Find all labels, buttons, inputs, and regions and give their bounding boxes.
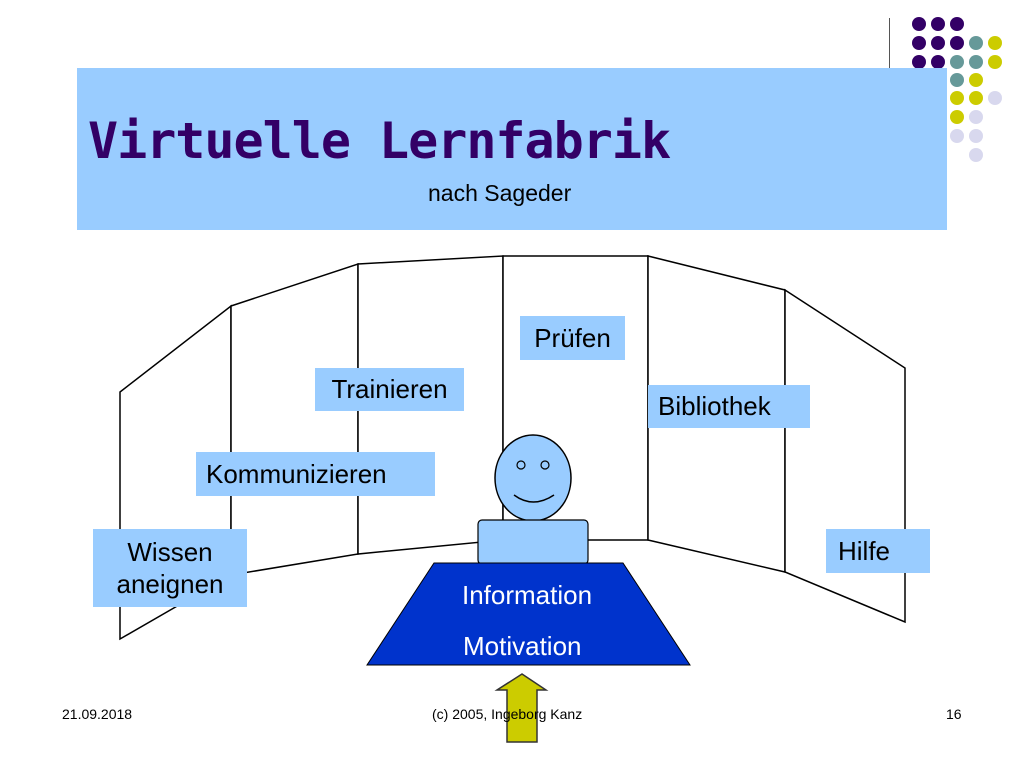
footer-author: (c) 2005, Ingeborg Kanz xyxy=(432,706,583,722)
desk-trapezoid xyxy=(366,562,691,666)
label-wissen-line2: aneignen xyxy=(116,569,224,599)
person-left-eye xyxy=(516,460,526,470)
slide-subtitle: nach Sageder xyxy=(428,180,572,206)
person-head xyxy=(494,434,572,522)
label-trainieren: Trainieren xyxy=(315,368,464,411)
footer-page-number: 16 xyxy=(946,706,962,722)
label-wissen-line1: Wissen xyxy=(127,537,213,567)
title-bar xyxy=(77,68,947,230)
up-arrow-icon xyxy=(494,673,549,743)
label-wissen-aneignen: Wissen aneignen xyxy=(93,529,247,607)
desk-motivation-text: Motivation xyxy=(463,631,582,661)
footer-date: 21.09.2018 xyxy=(62,706,133,722)
label-pruefen: Prüfen xyxy=(520,316,625,360)
person-smile xyxy=(513,494,555,503)
wall-panel-2 xyxy=(230,262,359,576)
label-kommunizieren: Kommunizieren xyxy=(196,452,435,496)
person-right-eye xyxy=(540,460,550,470)
desk-information-text: Information xyxy=(462,580,593,610)
label-hilfe: Hilfe xyxy=(826,529,930,573)
label-bibliothek: Bibliothek xyxy=(648,385,810,428)
person-body xyxy=(477,519,589,565)
slide-title: Virtuelle Lernfabrik xyxy=(88,112,671,170)
person-figure xyxy=(477,434,589,565)
